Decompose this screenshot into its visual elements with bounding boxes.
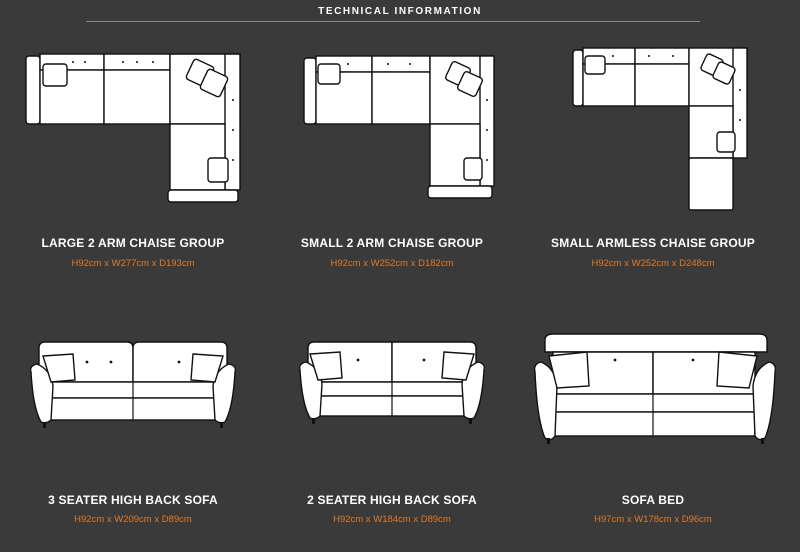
- product-name: SOFA BED: [621, 493, 685, 507]
- product-name: 3 SEATER HIGH BACK SOFA: [48, 493, 218, 507]
- product-name: SMALL 2 ARM CHAISE GROUP: [300, 236, 484, 250]
- product-small-2-arm-chaise-group: SMALL 2 ARM CHAISE GROUP H92cm x W252cm …: [262, 0, 522, 290]
- product-small-armless-chaise-group: SMALL ARMLESS CHAISE GROUP H92cm x W252c…: [523, 0, 783, 290]
- large-chaise-group-diagram: [25, 53, 241, 203]
- product-dimensions: H92cm x W252cm x D248cm: [591, 258, 715, 269]
- product-2-seater-high-back-sofa: 2 SEATER HIGH BACK SOFA H92cm x W184cm x…: [262, 290, 522, 552]
- product-name: SMALL ARMLESS CHAISE GROUP: [551, 236, 755, 250]
- section-title: TECHNICAL INFORMATION: [318, 6, 482, 17]
- product-dimensions: H97cm x W178cm x D96cm: [594, 514, 712, 525]
- small-chaise-group-diagram: [303, 55, 495, 199]
- product-dimensions: H92cm x W209cm x D89cm: [74, 514, 192, 525]
- armless-chaise-group-diagram: [572, 47, 748, 211]
- header-divider: [86, 21, 700, 22]
- product-large-2-arm-chaise-group: LARGE 2 ARM CHAISE GROUP H92cm x W277cm …: [3, 0, 263, 290]
- product-dimensions: H92cm x W252cm x D182cm: [330, 258, 454, 269]
- product-dimensions: H92cm x W184cm x D89cm: [333, 514, 451, 525]
- 2-seater-sofa-diagram: [298, 341, 486, 424]
- product-dimensions: H92cm x W277cm x D193cm: [71, 258, 195, 269]
- product-3-seater-high-back-sofa: 3 SEATER HIGH BACK SOFA H92cm x W209cm x…: [3, 290, 263, 552]
- sofa-bed-diagram: [533, 333, 777, 444]
- product-sofa-bed: SOFA BED H97cm x W178cm x D96cm: [523, 290, 783, 552]
- product-name: 2 SEATER HIGH BACK SOFA: [307, 493, 477, 507]
- product-name: LARGE 2 ARM CHAISE GROUP: [41, 236, 225, 250]
- 3-seater-sofa-diagram: [29, 341, 237, 428]
